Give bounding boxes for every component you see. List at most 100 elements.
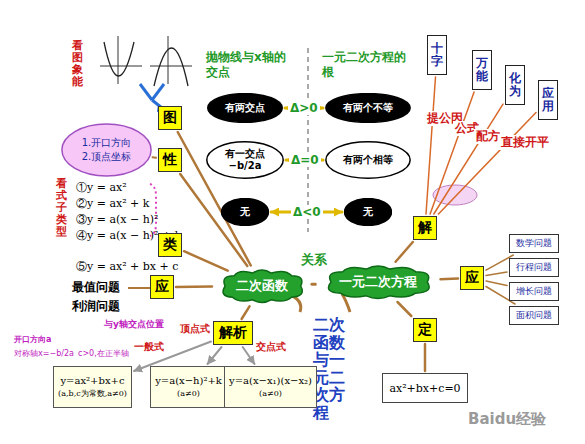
connector bbox=[153, 156, 157, 159]
node-text: 应用 bbox=[542, 87, 554, 113]
ellipse-shape bbox=[61, 123, 152, 177]
node-text: 二次函数 bbox=[236, 277, 288, 295]
edge-label: 公式 bbox=[453, 121, 469, 136]
node-text: 一元二次方程 bbox=[339, 273, 417, 291]
connector bbox=[398, 302, 412, 316]
node-text: 无 bbox=[240, 205, 250, 219]
pointer-arrow bbox=[140, 84, 164, 108]
note: 对称轴x=−b/2a bbox=[14, 348, 74, 359]
connector bbox=[486, 281, 507, 286]
node-text: 解 bbox=[418, 219, 432, 237]
method-box: 应用 bbox=[538, 80, 558, 120]
branch-box: 解析 bbox=[213, 321, 253, 345]
node-text: 十字 bbox=[431, 42, 443, 68]
node-text: 类 bbox=[163, 236, 177, 254]
node-text: ax²+bx+c=0 bbox=[389, 382, 460, 395]
formula-box: y=ax²+bx+c(a,b,c为常数,a≠0) bbox=[53, 366, 132, 408]
leader-line bbox=[128, 287, 150, 289]
form-name: 一般式 bbox=[134, 340, 164, 354]
edge-label: Δ=0 bbox=[289, 153, 321, 167]
node-text: (a,b,c为常数,a≠0) bbox=[58, 388, 127, 399]
side-note: 看图象能 bbox=[72, 40, 83, 88]
node-text: 解析 bbox=[219, 324, 247, 342]
form-name: 交点式 bbox=[256, 340, 286, 354]
ellipse-node: 有一交点−b/2a bbox=[206, 141, 284, 179]
node-text: 有两个相等 bbox=[343, 154, 393, 166]
note: c>0,在正半轴 bbox=[78, 348, 129, 359]
formula-box: y=a(x−h)²+k(a≠0) bbox=[150, 366, 227, 408]
problem-box: 增长问题 bbox=[509, 282, 559, 301]
problem-box: 行程问题 bbox=[509, 258, 559, 277]
node-text: 增长问题 bbox=[516, 285, 552, 298]
node-text: (a≠0) bbox=[259, 388, 282, 399]
edge-label: 关系 bbox=[299, 251, 329, 269]
watermark: Baidu经验 bbox=[468, 410, 546, 429]
ellipse-node: 有两交点 bbox=[207, 93, 283, 123]
edge-label: 配方 bbox=[474, 129, 490, 144]
node-text: 万能 bbox=[476, 57, 488, 83]
node-text: 有两交点 bbox=[225, 101, 265, 115]
connector bbox=[312, 283, 316, 286]
branch-box: 解 bbox=[413, 216, 437, 240]
branch-box: 定 bbox=[413, 318, 437, 342]
note: 开口方向a bbox=[14, 334, 51, 345]
topic-cloud: 二次函数 bbox=[214, 267, 310, 305]
node-text: 2.顶点坐标 bbox=[82, 150, 132, 164]
side-note: 看式子类型 bbox=[56, 178, 67, 238]
edge-label: 提公因 bbox=[425, 111, 441, 126]
formula: ③y = a(x − h)² bbox=[76, 212, 158, 227]
form-name: 顶点式 bbox=[180, 322, 210, 336]
problem-box: 数学问题 bbox=[509, 234, 559, 253]
node-text: 数学问题 bbox=[516, 237, 552, 250]
connector bbox=[243, 347, 255, 364]
node-text: 化为 bbox=[509, 72, 521, 98]
connector bbox=[424, 344, 427, 371]
branch-box: 图 bbox=[158, 106, 182, 130]
node-text: 性 bbox=[163, 151, 177, 169]
column-heading: 一元二次方程的根 bbox=[322, 50, 407, 80]
graph-sketch bbox=[100, 36, 192, 86]
vertical-title: 二次函数与一元二次方程 bbox=[313, 316, 345, 422]
method-box: 化为 bbox=[505, 65, 525, 105]
node-text: 面积问题 bbox=[516, 309, 552, 322]
formula-box: y=a(x−x₁)(x−x₂)(a≠0) bbox=[224, 366, 317, 408]
method-box: 十字 bbox=[427, 35, 447, 75]
equation-box: ax²+bx+c=0 bbox=[382, 373, 468, 403]
branch-box: 应 bbox=[460, 266, 484, 290]
branch-box: 性 bbox=[158, 148, 182, 172]
application-note: 利润问题 bbox=[72, 298, 120, 315]
column-heading: 抛物线与x轴的交点 bbox=[206, 50, 291, 80]
edge-label: Δ<0 bbox=[291, 205, 323, 219]
edge-label: 直接开平 bbox=[499, 135, 515, 150]
node-text: y=a(x−h)²+k bbox=[155, 374, 222, 388]
node-text: 有一交点 bbox=[225, 148, 265, 160]
connector bbox=[208, 347, 222, 364]
ellipse-node: 无 bbox=[344, 198, 392, 226]
connector bbox=[441, 277, 459, 280]
node-text: 应 bbox=[465, 269, 479, 287]
node-text: 1.开口方向 bbox=[82, 136, 132, 150]
connector bbox=[184, 251, 228, 271]
node-text: 图 bbox=[163, 109, 177, 127]
connector bbox=[396, 242, 413, 262]
bracket bbox=[150, 184, 156, 236]
connector bbox=[434, 104, 503, 214]
application-note: 最值问题 bbox=[72, 279, 120, 296]
formula: ①y = ax² bbox=[76, 180, 127, 195]
node-text: (a≠0) bbox=[177, 388, 200, 399]
connector bbox=[242, 306, 250, 319]
node-text: 行程问题 bbox=[516, 261, 552, 274]
topic-cloud: 一元二次方程 bbox=[317, 263, 439, 301]
property-ellipse: 1.开口方向2.顶点坐标 bbox=[61, 123, 152, 177]
node-text: 定 bbox=[418, 321, 432, 339]
edge-label: Δ>0 bbox=[288, 101, 320, 115]
node-text: 无 bbox=[363, 205, 373, 219]
node-text: 应 bbox=[155, 278, 169, 296]
formula: ⑤y = ax² + bx + c bbox=[76, 259, 178, 274]
connector bbox=[486, 272, 507, 276]
ellipse-node: 有两个相等 bbox=[325, 141, 411, 179]
connector bbox=[176, 285, 212, 288]
note: 与y轴交点位置 bbox=[104, 318, 164, 331]
branch-box: 应 bbox=[150, 275, 174, 299]
